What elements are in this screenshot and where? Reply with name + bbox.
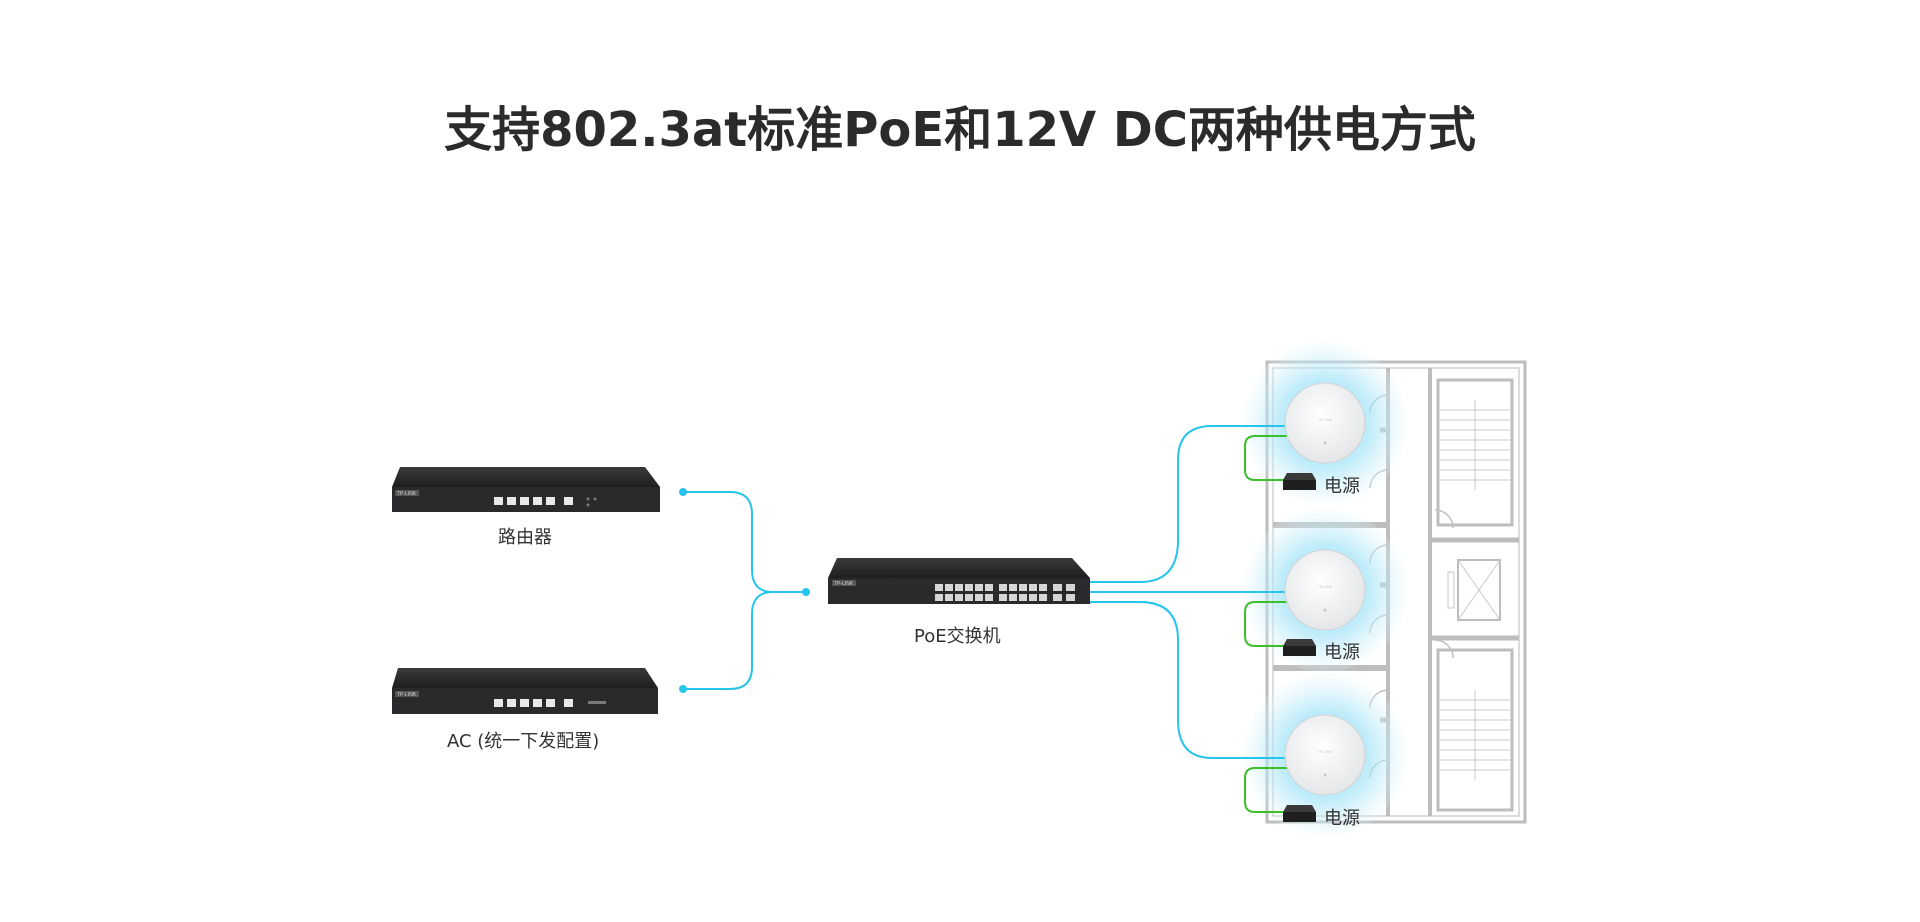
ap-3-brand-mark: TP-LINK bbox=[1317, 749, 1333, 754]
switch-brand-mark: TP-LINK bbox=[834, 581, 854, 587]
access-point-2 bbox=[1284, 549, 1366, 631]
router-device bbox=[392, 467, 660, 512]
power-label-2: 电源 bbox=[1324, 642, 1360, 663]
ap-2-brand-mark: TP-LINK bbox=[1317, 584, 1333, 589]
network-cables bbox=[683, 425, 1288, 759]
ap-1-brand-mark: TP-LINK bbox=[1317, 417, 1333, 422]
switch-label: PoE交换机 bbox=[914, 626, 1001, 647]
ac-brand-mark: TP-LINK bbox=[397, 692, 417, 698]
power-cables bbox=[1244, 435, 1288, 813]
power-label-1: 电源 bbox=[1324, 476, 1360, 497]
access-point-1 bbox=[1284, 382, 1366, 464]
power-adapter-3 bbox=[1283, 805, 1316, 822]
ac-device bbox=[392, 668, 658, 714]
power-adapter-1 bbox=[1283, 473, 1316, 490]
power-label-3: 电源 bbox=[1324, 808, 1360, 829]
power-adapter-2 bbox=[1283, 639, 1316, 656]
cable-endpoints bbox=[679, 488, 810, 693]
router-brand-mark: TP-LINK bbox=[397, 491, 417, 497]
access-point-3 bbox=[1284, 714, 1366, 796]
page-title: 支持802.3at标准PoE和12V DC两种供电方式 bbox=[444, 102, 1476, 158]
poe-switch-device bbox=[828, 558, 1090, 604]
ac-label: AC (统一下发配置) bbox=[447, 731, 600, 752]
router-label: 路由器 bbox=[498, 527, 552, 548]
